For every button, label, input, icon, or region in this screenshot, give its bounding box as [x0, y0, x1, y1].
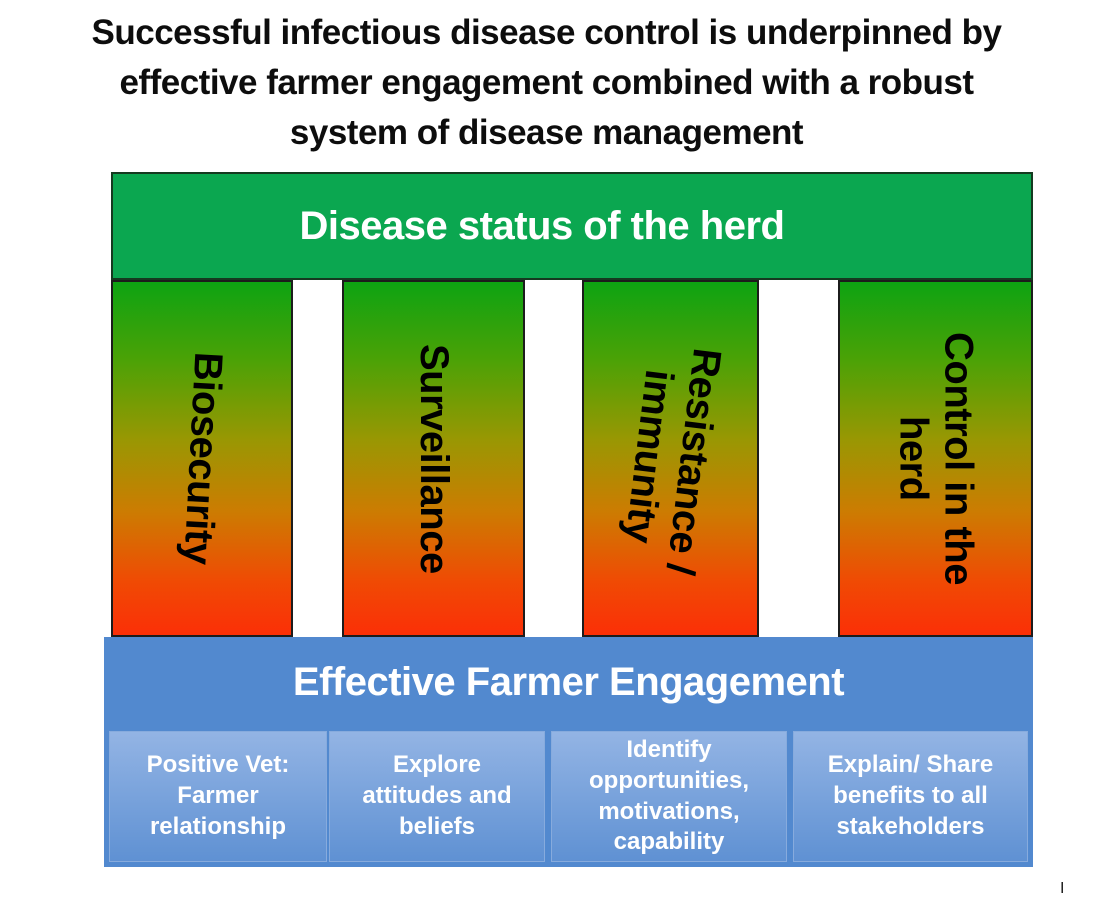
engagement-box-explore-attitudes: Explore attitudes and beliefs — [329, 731, 545, 862]
disease-status-label: Disease status of the herd — [299, 203, 785, 248]
engagement-items-section: Positive Vet: Farmer relationship Explor… — [104, 727, 1033, 867]
engagement-box-vet-farmer-relationship: Positive Vet: Farmer relationship — [109, 731, 327, 862]
engagement-box-explain-share-benefits: Explain/ Share benefits to all stakehold… — [793, 731, 1028, 862]
pillar-surveillance-label: Surveillance — [411, 343, 456, 574]
pillar-biosecurity: Biosecurity — [111, 280, 293, 637]
engagement-box-identify-opportunities: Identify opportunities, motivations, cap… — [551, 731, 787, 862]
pillar-resistance-immunity: Resistance / immunity — [582, 280, 759, 637]
pillar-control-in-herd-label: Control in the herd — [891, 332, 981, 585]
pillar-biosecurity-label: Biosecurity — [174, 351, 230, 566]
text-cursor-mark: I — [1060, 880, 1065, 897]
pillar-control-in-herd: Control in the herd — [838, 280, 1033, 637]
farmer-engagement-band: Effective Farmer Engagement — [104, 637, 1033, 727]
slide-title: Successful infectious disease control is… — [91, 13, 1002, 153]
pillar-surveillance: Surveillance — [342, 280, 525, 637]
pillar-resistance-immunity-label: Resistance / immunity — [616, 345, 729, 577]
farmer-engagement-label: Effective Farmer Engagement — [292, 659, 845, 704]
disease-status-band: Disease status of the herd — [111, 172, 1033, 280]
